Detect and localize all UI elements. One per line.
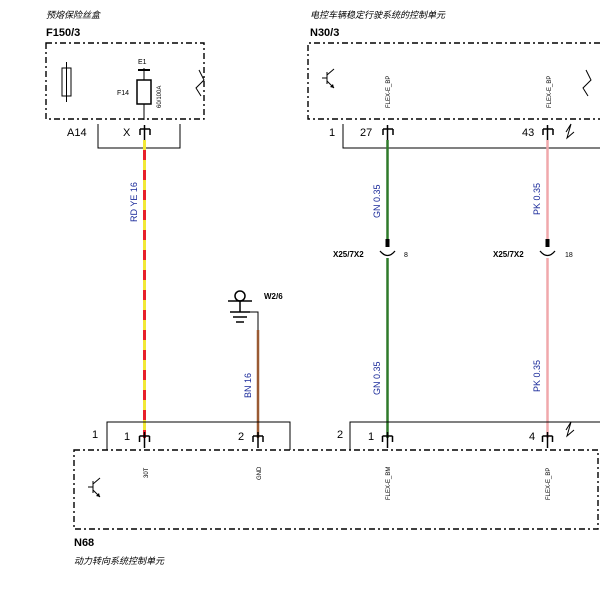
n68-id: N68 — [74, 537, 94, 549]
n68-pin-r4-label: 4 — [529, 431, 535, 443]
splice-right-id: X25/7X2 — [493, 250, 524, 259]
n68-component: 1 2 1 2 1 4 — [73, 421, 600, 566]
power-wire-label: RD YE 16 — [129, 182, 139, 222]
pin-terminal-icon — [139, 125, 151, 140]
break-symbol-icon — [565, 123, 575, 140]
gn-wire-top-label: GN 0.35 — [372, 184, 382, 218]
ground-wire-label: BN 16 — [243, 373, 253, 398]
splice-connector-right — [539, 239, 556, 257]
n30-connector-outline — [342, 124, 600, 149]
pin-terminal-icon — [382, 125, 394, 140]
fuse-connector-outline — [97, 124, 181, 149]
n30-outline — [307, 42, 600, 120]
gn-wire-bottom-label: GN 0.35 — [372, 361, 382, 395]
ground-id-label: W2/6 — [264, 292, 283, 301]
n68-pin-r1-label: 1 — [368, 431, 374, 443]
transistor-icon — [322, 68, 335, 89]
n68-subtitle: 动力转向系统控制单元 — [74, 556, 165, 566]
n68-pin-1-signal: 30T — [144, 467, 150, 478]
n30-pin-b-label: 43 — [522, 127, 534, 139]
splice-right-pin: 18 — [565, 252, 573, 259]
fuse-f14-icon — [136, 68, 152, 120]
pin-terminal-icon — [138, 432, 151, 448]
fuse-name-label: F14 — [117, 90, 129, 97]
n30-pin-b-signal: FLEX-E_BP — [547, 76, 553, 108]
pin-terminal-icon — [252, 432, 264, 448]
n68-conn-right-number: 2 — [337, 429, 343, 441]
fuse-connector-label: A14 — [67, 127, 87, 139]
transistor-icon — [88, 477, 101, 498]
fuse-box-subtitle: 预熔保险丝盒 — [46, 10, 102, 20]
ground-symbol-icon — [228, 290, 252, 323]
fuse-symbol-icon — [61, 62, 72, 102]
break-symbol-icon — [582, 69, 592, 97]
splice-left-pin: 8 — [404, 252, 408, 259]
n30-connector-number: 1 — [329, 127, 335, 139]
n68-pin-2-signal: GND — [257, 466, 263, 480]
fuse-box-id: F150/3 — [46, 27, 80, 39]
pin-terminal-icon — [381, 432, 394, 448]
fuse-box-outline — [45, 42, 205, 120]
fuse-rating-label: 60/100A — [157, 86, 163, 108]
n68-pin-2-label: 2 — [238, 431, 244, 443]
fuse-pin-label: X — [123, 127, 131, 139]
pin-terminal-icon — [541, 432, 554, 448]
n30-pin-a-label: 27 — [360, 127, 372, 139]
break-symbol-icon — [195, 69, 205, 97]
pk-wire-bottom-label: PK 0.35 — [532, 360, 542, 392]
fuse-ref-label: E1 — [138, 59, 147, 66]
n68-pin-1-label: 1 — [124, 431, 130, 443]
ground-wire-connector — [242, 311, 259, 330]
n30-subtitle: 电控车辆稳定行驶系统的控制单元 — [310, 10, 446, 20]
n30-id: N30/3 — [310, 27, 339, 39]
n68-connector-right-outline — [349, 421, 600, 450]
n68-pin-r4-signal: FLEX-E_BP — [546, 468, 552, 500]
pin-terminal-icon — [542, 125, 554, 140]
n68-pin-r1-signal: FLEX-E_BM — [386, 467, 392, 500]
n68-conn-left-number: 1 — [92, 429, 98, 441]
n30-pin-a-signal: FLEX-E_BP — [386, 76, 392, 108]
n68-connector-left-outline — [106, 421, 291, 450]
n68-outline — [73, 449, 599, 530]
fuse-box-component: 预熔保险丝盒 F150/3 E1 F14 60/100A A14 X — [45, 10, 205, 149]
pk-wire-top-label: PK 0.35 — [532, 183, 542, 215]
splice-connector-left — [379, 239, 396, 257]
break-symbol-icon — [565, 421, 575, 438]
splice-left-id: X25/7X2 — [333, 250, 364, 259]
n30-component: 电控车辆稳定行驶系统的控制单元 N30/3 FLEX-E_BP FLEX-E_B… — [307, 10, 600, 149]
